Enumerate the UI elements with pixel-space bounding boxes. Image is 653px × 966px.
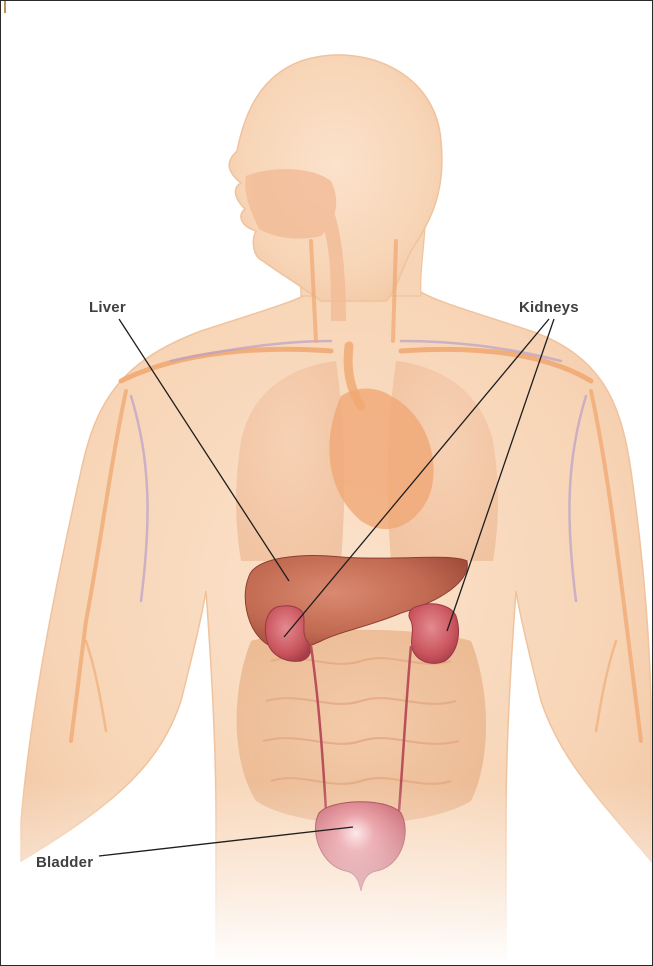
bladder-label: Bladder [36,854,93,871]
kidneys-label: Kidneys [519,299,579,316]
liver-label: Liver [89,299,126,316]
bottom-fade [1,781,652,965]
right-kidney [409,604,458,663]
